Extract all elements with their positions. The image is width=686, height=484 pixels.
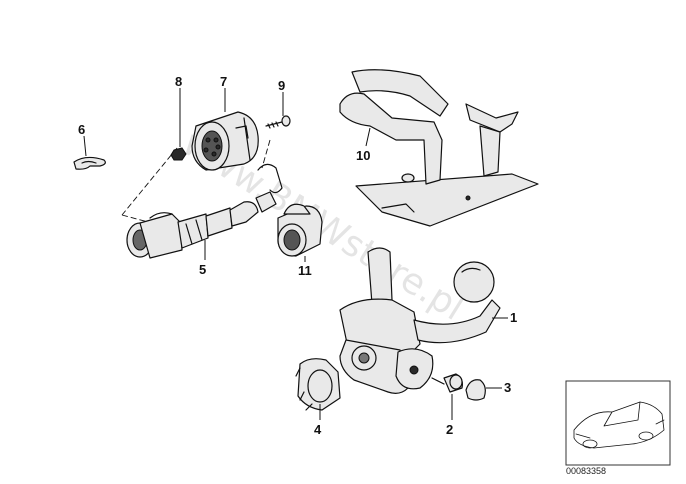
vehicle-thumbnail[interactable] (565, 380, 671, 466)
part-4-socket-cover[interactable] (295, 358, 341, 411)
part-6-clip[interactable] (73, 156, 106, 170)
callout-3: 3 (504, 380, 511, 395)
callout-5: 5 (199, 262, 206, 277)
part-7-socket-housing[interactable] (191, 111, 259, 171)
part-10-bracket[interactable] (339, 69, 539, 227)
callout-7: 7 (220, 74, 227, 89)
callout-2: 2 (446, 422, 453, 437)
callout-9: 9 (278, 78, 285, 93)
part-3-cover[interactable] (465, 379, 486, 401)
reference-number: 00083358 (566, 466, 606, 476)
leader-10 (365, 127, 371, 147)
part-11-socket[interactable] (257, 163, 323, 257)
callout-6: 6 (78, 122, 85, 137)
callout-4: 4 (314, 422, 322, 437)
part-2-cap[interactable] (431, 373, 463, 393)
leader-6 (83, 135, 87, 157)
part-8-nut[interactable] (170, 147, 187, 161)
part-9-screw[interactable] (265, 115, 291, 129)
part-5-adapter-cable[interactable] (126, 191, 277, 259)
callout-10: 10 (356, 148, 370, 163)
callout-11: 11 (298, 263, 312, 278)
part-1-tow-bar[interactable] (339, 247, 501, 394)
callout-1: 1 (510, 310, 517, 325)
callout-8: 8 (175, 74, 182, 89)
